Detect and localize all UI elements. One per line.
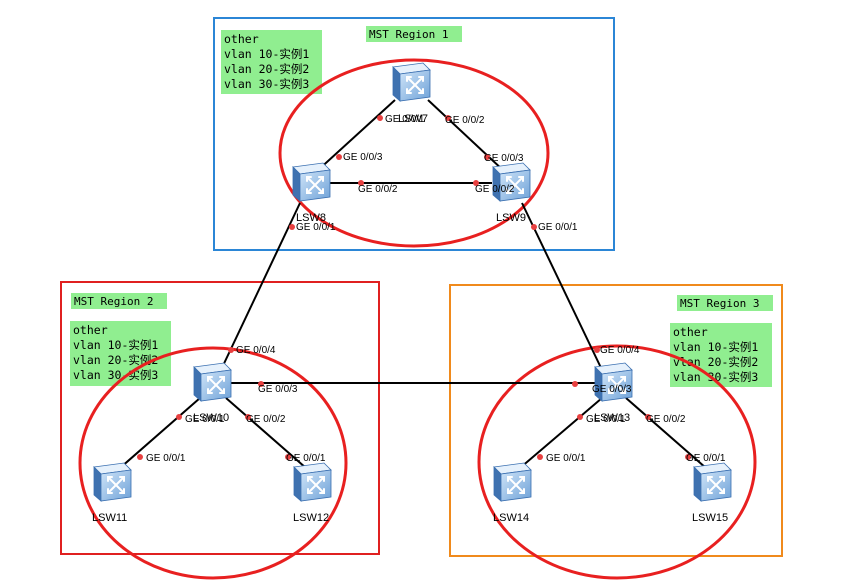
port-dot — [685, 454, 691, 460]
region-2-title: MST Region 2 — [74, 295, 153, 308]
port-label: GE 0/0/2 — [246, 414, 286, 425]
port-label: GE 0/0/1 — [385, 114, 425, 125]
region-2-frame — [60, 281, 380, 555]
region-1-vlan-note: other vlan 10-实例1 vlan 20-实例2 vlan 30-实例… — [221, 30, 322, 94]
region-3-vlan-note: other vlan 10-实例1 vlan 20-实例2 vlan 30-实例… — [670, 323, 772, 387]
port-dot — [176, 414, 182, 420]
note-line: other — [224, 32, 259, 46]
port-label: GE 0/0/3 — [484, 153, 524, 164]
link-lsw13-lsw14 — [519, 397, 603, 469]
note-line: vlan 20-实例2 — [73, 353, 158, 367]
note-line: vlan 10-实例1 — [673, 340, 758, 354]
port-label: GE 0/0/1 — [538, 222, 578, 233]
port-dots — [137, 115, 691, 460]
region-1-ring — [278, 58, 550, 248]
port-dot — [358, 180, 364, 186]
port-dot — [572, 381, 578, 387]
link-lsw13-lsw15 — [625, 397, 707, 469]
port-label: GE 0/0/2 — [358, 184, 398, 195]
port-label: GE 0/0/1 — [146, 453, 186, 464]
switch-lsw8-icon[interactable] — [292, 162, 331, 202]
port-dot — [228, 347, 234, 353]
region-3-ring — [477, 344, 757, 580]
port-dot — [289, 224, 295, 230]
port-label: GE 0/0/1 — [286, 453, 326, 464]
port-dot — [137, 454, 143, 460]
device-label-lsw14: LSW14 — [493, 512, 529, 524]
port-dot — [484, 154, 490, 160]
switch-lsw15-icon[interactable] — [693, 462, 732, 502]
note-line: vlan 10-实例1 — [73, 338, 158, 352]
port-dot — [258, 381, 264, 387]
port-dot — [285, 454, 291, 460]
port-dot — [445, 115, 451, 121]
device-label-lsw9: LSW9 — [496, 212, 526, 224]
port-dot — [594, 347, 600, 353]
region-3-frame — [449, 284, 783, 557]
region-3-title: MST Region 3 — [680, 297, 759, 310]
link-lsw7-lsw8 — [315, 99, 396, 173]
device-label-lsw10: LSW10 — [193, 412, 229, 424]
link-lsw10-lsw12 — [225, 397, 307, 469]
switch-lsw13-icon[interactable] — [594, 362, 633, 402]
port-dot — [531, 224, 537, 230]
switch-lsw14-icon[interactable] — [493, 462, 532, 502]
port-dot — [473, 180, 479, 186]
device-label-lsw12: LSW12 — [293, 512, 329, 524]
note-line: vlan 30-实例3 — [673, 370, 758, 384]
note-line: other — [673, 325, 708, 339]
port-label: GE 0/0/3 — [258, 384, 298, 395]
port-label: GE 0/0/2 — [646, 414, 686, 425]
switch-lsw9-icon[interactable] — [492, 162, 531, 202]
region-2-ring — [78, 346, 348, 580]
port-label: GE 0/0/2 — [445, 115, 485, 126]
switch-lsw11-icon[interactable] — [93, 462, 132, 502]
switch-lsw10-icon[interactable] — [193, 362, 232, 402]
device-label-lsw7: LSW7 — [398, 113, 428, 125]
port-label: GE 0/0/3 — [343, 152, 383, 163]
link-lsw9-lsw13 — [521, 202, 604, 373]
region-1-frame — [213, 17, 615, 251]
port-label: GE 0/0/1 — [296, 222, 336, 233]
port-dot — [577, 414, 583, 420]
switch-lsw12-icon[interactable] — [293, 462, 332, 502]
region-2-title-bg — [71, 293, 167, 309]
port-label: GE 0/0/1 — [586, 414, 626, 425]
note-line: vlan 10-实例1 — [224, 47, 309, 61]
port-label: GE 0/0/3 — [592, 384, 632, 395]
port-label: GE 0/0/1 — [686, 453, 726, 464]
note-line: vlan 30-实例3 — [224, 77, 309, 91]
port-dot — [645, 414, 651, 420]
note-line: vlan 20-实例2 — [224, 62, 309, 76]
region-2-vlan-note: other vlan 10-实例1 vlan 20-实例2 vlan 30-实例… — [70, 321, 171, 386]
switch-lsw7-icon[interactable] — [392, 62, 431, 102]
device-label-lsw15: LSW15 — [692, 512, 728, 524]
port-dot — [537, 454, 543, 460]
link-lsw7-lsw9 — [427, 99, 506, 173]
note-line: other — [73, 323, 108, 337]
device-label-lsw11: LSW11 — [92, 512, 127, 524]
region-1-title-bg — [366, 26, 462, 42]
region-1-title: MST Region 1 — [369, 28, 448, 41]
device-label-lsw13: LSW13 — [594, 412, 630, 424]
note-line: vlan 30-实例3 — [73, 368, 158, 382]
port-label: GE 0/0/2 — [475, 184, 515, 195]
port-label: GE 0/0/4 — [236, 345, 276, 356]
region-3-title-bg — [677, 295, 773, 311]
port-dot — [336, 154, 342, 160]
link-lsw10-lsw11 — [119, 397, 201, 469]
link-lsw8-lsw10 — [219, 202, 301, 373]
port-dot — [245, 414, 251, 420]
port-label: GE 0/0/1 — [185, 414, 225, 425]
port-dot — [377, 115, 383, 121]
device-label-lsw8: LSW8 — [296, 212, 326, 224]
port-label: GE 0/0/4 — [600, 345, 640, 356]
port-label: GE 0/0/1 — [546, 453, 586, 464]
links — [119, 99, 707, 469]
